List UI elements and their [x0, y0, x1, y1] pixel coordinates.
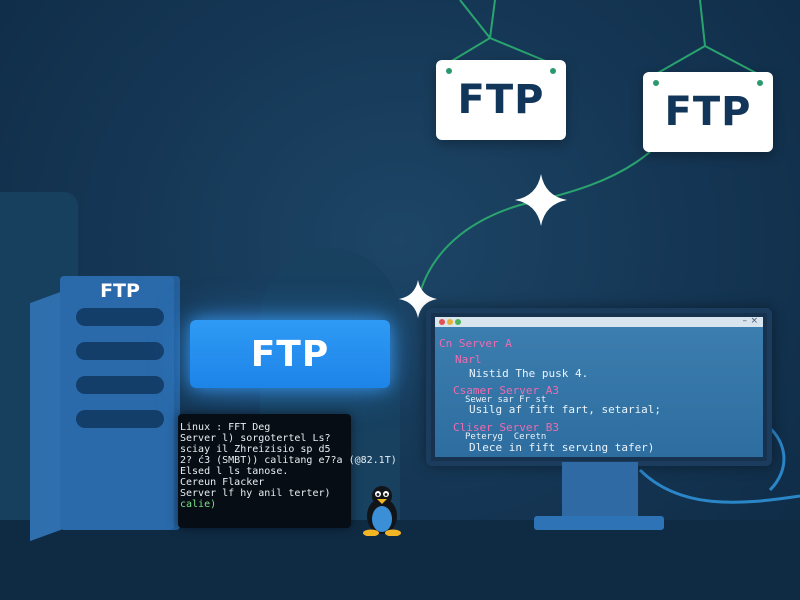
terminal-line: calie): [180, 499, 217, 510]
ftp-button[interactable]: FTP: [190, 320, 390, 388]
screen-text: Dlece in fift serving tafer): [469, 441, 655, 454]
terminal-line: 2? ć3 (SMBT)) calitang e7?a (@82.1T): [180, 455, 397, 466]
screen-small-text: Sewer sar Fr st: [465, 395, 547, 405]
sparkle-icon: [399, 280, 437, 318]
window-close-button[interactable]: ×: [750, 317, 758, 326]
tux-penguin-icon: [363, 486, 401, 536]
screen-heading: Cliser Server B3: [453, 421, 559, 434]
server-drive-slot: [76, 376, 164, 394]
ftp-sign-2: FTP: [643, 72, 773, 152]
server-drive-slot: [76, 308, 164, 326]
terminal-line: sciay il Zhreizisio sp d5: [180, 444, 331, 455]
sign-hanger-right: [489, 37, 549, 63]
terminal-line: Server l) sorgotertel Ls?: [180, 433, 331, 444]
monitor-stand: [562, 462, 638, 522]
sign2-hanger-right: [704, 45, 759, 75]
ftp-button-label: FTP: [250, 333, 330, 375]
sparkle-icon: [515, 174, 567, 226]
monitor-icon: – × Cn Server A Narl Nistid The pusk 4. …: [426, 308, 772, 466]
server-label: FTP: [100, 280, 140, 302]
window-minimize-dot[interactable]: [447, 319, 453, 325]
sign-hanger-top: [489, 0, 496, 39]
screen-heading: Cn Server A: [439, 337, 512, 350]
monitor-screen: – × Cn Server A Narl Nistid The pusk 4. …: [435, 317, 763, 457]
server-icon: FTP: [60, 276, 180, 530]
sign-hanger-left: [449, 0, 492, 63]
ftp-sign-2-label: FTP: [664, 89, 752, 135]
sign-hole: [550, 68, 556, 74]
monitor-stand-base: [534, 516, 664, 530]
window-maximize-dot[interactable]: [455, 319, 461, 325]
window-close-dot[interactable]: [439, 319, 445, 325]
ftp-sign-1: FTP: [436, 60, 566, 140]
window-titlebar: – ×: [435, 317, 763, 327]
screen-heading: Narl: [455, 353, 482, 366]
network-cable: [417, 151, 651, 301]
server-drive-slot: [76, 342, 164, 360]
screen-text: Nistid The pusk 4.: [469, 367, 589, 380]
sign2-hanger-left: [655, 0, 707, 75]
sign-hole: [446, 68, 452, 74]
sign-hole: [653, 80, 659, 86]
terminal-line: Linux : FFT Deg: [180, 422, 271, 433]
terminal-line: Cereun Flacker: [180, 477, 265, 488]
screen-heading: Csamer Server A3: [453, 384, 559, 397]
sign-hole: [757, 80, 763, 86]
server-drive-slot: [76, 410, 164, 428]
screen-small-text: Peteryg Ceretn: [465, 432, 547, 442]
terminal-line: Elsed l ls tanose.: [180, 466, 289, 477]
screen-text: Usilg af fift fart, setarial;: [469, 403, 662, 416]
window-minimize-button[interactable]: –: [742, 317, 748, 326]
terminal-window: Linux : FFT Deg Server l) sorgotertel Ls…: [178, 414, 397, 528]
monitor-cable-1: [638, 468, 800, 504]
terminal-line: Server lf hy anil terter): [180, 488, 331, 499]
ftp-sign-1-label: FTP: [457, 77, 545, 123]
